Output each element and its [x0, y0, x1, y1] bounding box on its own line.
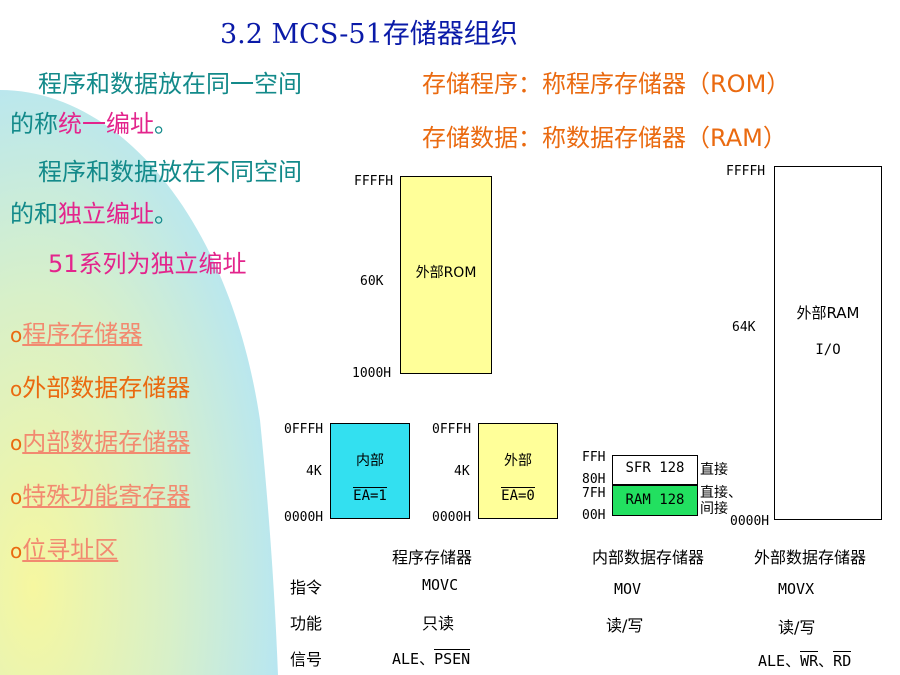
int-data-ffh-address: FFH — [582, 450, 606, 465]
ram128-block — [612, 485, 698, 516]
text-51-series-note: 51系列为独立编址 — [48, 250, 247, 278]
term-independent-addressing: 独立编址 — [58, 200, 154, 228]
sfr-label: SFR 128 — [625, 460, 685, 476]
ext-ram-io-label: I/O — [815, 342, 841, 358]
prog-function: 只读 — [422, 614, 455, 633]
bullet-link-bit-addressable-area[interactable]: o位寻址区 — [10, 536, 119, 564]
ext-prog-size: 4K — [454, 464, 470, 479]
text-line-independent-2: 的和独立编址。 — [10, 200, 178, 228]
ext-prog-top-address: 0FFFH — [432, 422, 472, 437]
ext-ram-block — [774, 166, 882, 520]
bullet-link-internal-data-memory[interactable]: o内部数据存储器 — [10, 428, 191, 456]
ram128-label: RAM 128 — [625, 492, 685, 508]
table-row-label-instruction: 指令 — [290, 578, 323, 597]
sfr-access-note: 直接 — [700, 462, 728, 478]
ext-rom-bottom-address: 1000H — [352, 366, 392, 381]
text-line-unified-1: 程序和数据放在同一空间 — [38, 70, 302, 98]
ext-ram-bottom-address: 0000H — [730, 514, 770, 529]
ext-prog-block — [478, 423, 558, 519]
prog-signals: ALE、PSEN — [392, 649, 471, 668]
int-prog-ea-signal: EA=1 — [353, 487, 387, 504]
ext-rom-size: 60K — [360, 274, 384, 289]
extd-function: 读/写 — [778, 618, 816, 637]
prog-instruction: MOVC — [422, 576, 459, 594]
int-data-7fh-address: 7FH — [582, 486, 606, 501]
int-prog-size: 4K — [306, 464, 322, 479]
bullet-link-external-data-memory[interactable]: o外部数据存储器 — [10, 374, 191, 402]
bullet-link-program-memory[interactable]: o程序存储器 — [10, 320, 143, 348]
sfr-block — [612, 455, 698, 485]
int-prog-bottom-address: 0000H — [284, 510, 324, 525]
table-header-internal-data-memory: 内部数据存储器 — [592, 548, 705, 567]
table-header-external-data-memory: 外部数据存储器 — [754, 548, 867, 567]
bullet-link-special-function-registers[interactable]: o特殊功能寄存器 — [10, 482, 191, 510]
table-row-label-signal: 信号 — [290, 650, 323, 669]
intd-instruction: MOV — [614, 580, 642, 598]
ext-prog-ea-signal: EA=0 — [501, 487, 535, 504]
ext-ram-label: 外部RAM — [796, 304, 860, 322]
ext-rom-top-address: FFFFH — [354, 174, 394, 189]
ext-rom-label: 外部ROM — [415, 265, 477, 281]
int-data-80h-address: 80H — [582, 472, 606, 487]
int-data-00h-address: 00H — [582, 508, 606, 523]
text-rom-definition: 存储程序：称程序存储器（ROM） — [422, 70, 791, 98]
int-prog-top-address: 0FFFH — [284, 422, 324, 437]
page-title: 3.2 MCS-51存储器组织 — [220, 19, 518, 50]
table-header-program-memory: 程序存储器 — [392, 548, 473, 567]
text-line-independent-1: 程序和数据放在不同空间 — [38, 158, 302, 186]
text-ram-definition: 存储数据：称数据存储器（RAM） — [422, 124, 787, 152]
ext-prog-bottom-address: 0000H — [432, 510, 472, 525]
table-row-label-function: 功能 — [290, 614, 323, 633]
extd-instruction: MOVX — [778, 580, 815, 598]
int-prog-label: 内部 — [356, 453, 384, 469]
ext-ram-size: 64K — [732, 320, 756, 335]
ext-prog-label: 外部 — [504, 453, 532, 469]
text-line-unified-2: 的称统一编址。 — [10, 110, 178, 138]
ram-access-note-1: 直接、 — [700, 485, 742, 501]
int-prog-block — [330, 423, 410, 519]
ext-rom-block — [400, 176, 492, 374]
term-unified-addressing: 统一编址 — [58, 110, 154, 138]
ext-ram-top-address: FFFFH — [726, 164, 766, 179]
intd-function: 读/写 — [606, 616, 644, 635]
extd-signals: ALE、WR、RD — [758, 651, 852, 670]
ram-access-note-2: 间接 — [700, 501, 728, 517]
